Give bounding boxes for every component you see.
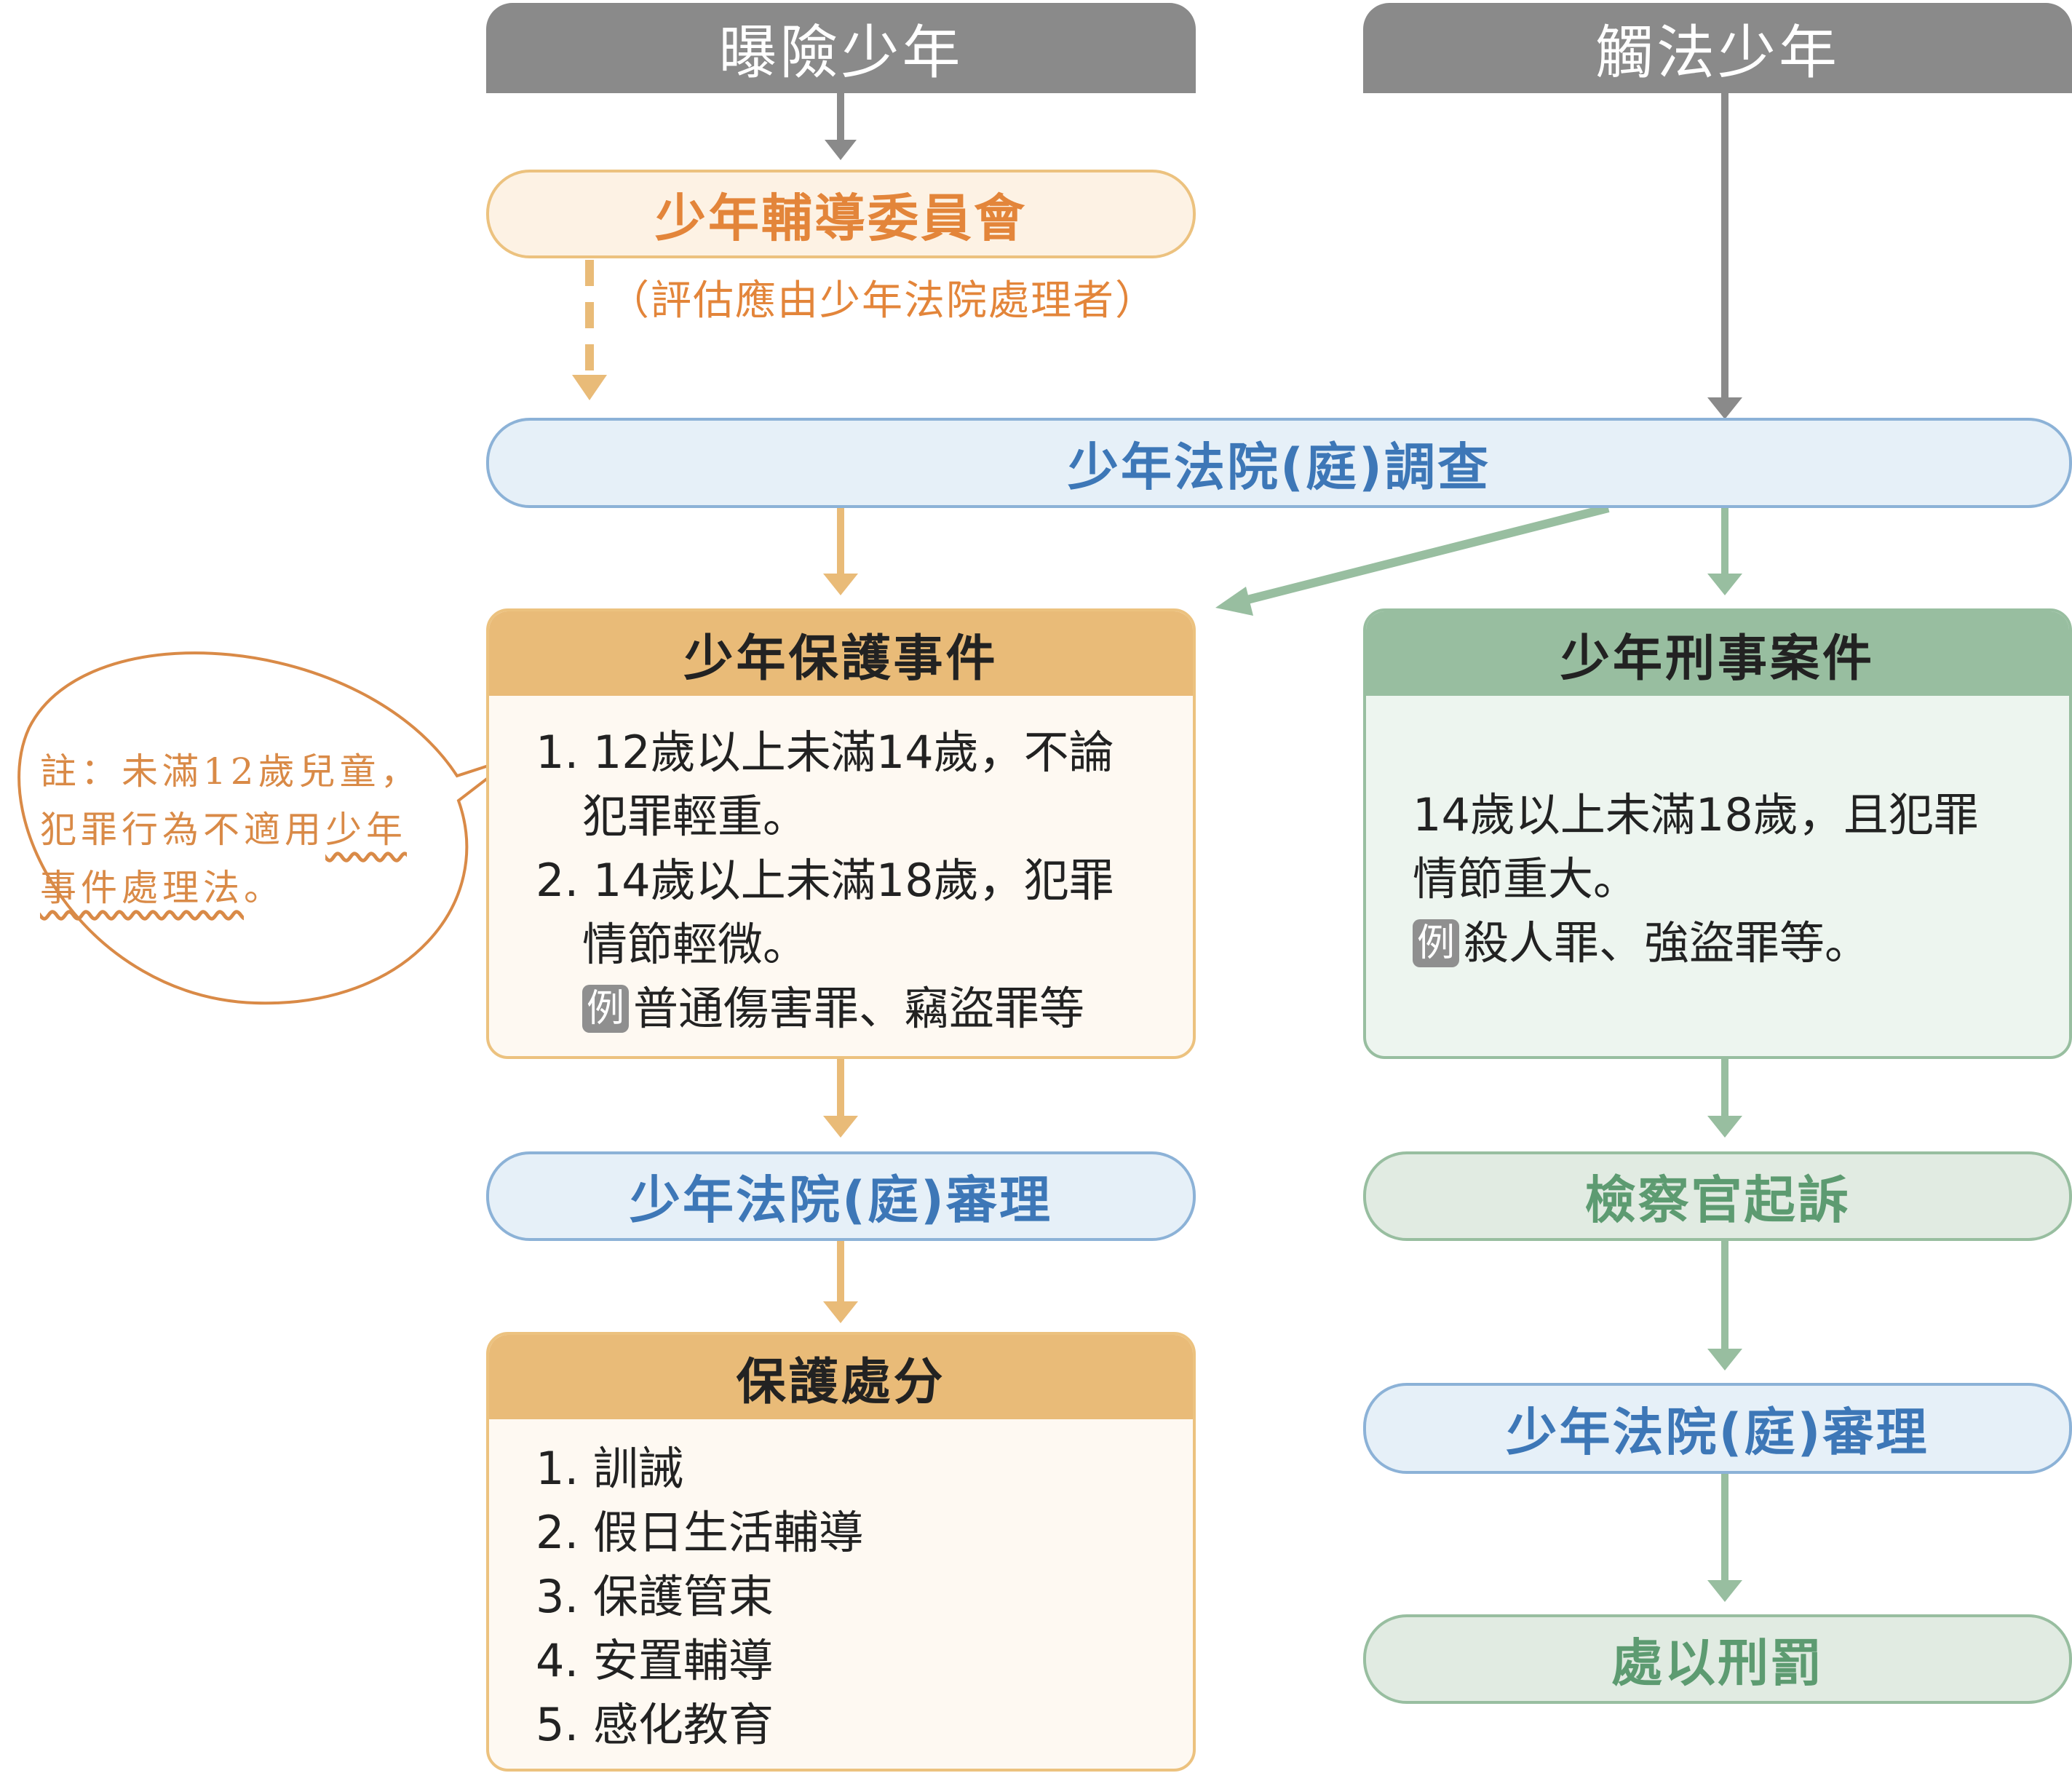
disposition-item: 4. 安置輔導 bbox=[536, 1634, 774, 1687]
protective-disposition-title: 保護處分 bbox=[489, 1335, 1193, 1419]
criminal-line1: 14歲以上未滿18歲，且犯罪 bbox=[1413, 788, 1979, 841]
disposition-item: 2. 假日生活輔導 bbox=[536, 1506, 864, 1559]
arrow-prosecutor-to-trial bbox=[1707, 1241, 1742, 1371]
youth-committee-note: （評估應由少年法院處理者） bbox=[608, 277, 1157, 325]
arrow-committee-to-investigation-dashed bbox=[572, 260, 607, 400]
youth-committee-box: 少年輔導委員會 bbox=[486, 170, 1196, 258]
protection-example: 例普通傷害罪、竊盜罪等 bbox=[536, 977, 1114, 1041]
side-note: 註：未滿12歲兒童， 犯罪行為不適用少年 事件處理法。 bbox=[40, 742, 421, 917]
side-note-line2: 犯罪行為不適用少年 bbox=[40, 801, 421, 859]
side-note-line3-end: 。 bbox=[244, 867, 285, 909]
arrow-left-header-to-committee bbox=[825, 93, 857, 160]
side-note-line3: 事件處理法。 bbox=[40, 859, 421, 917]
protection-case-title: 少年保護事件 bbox=[489, 611, 1193, 696]
protection-example-text: 普通傷害罪、竊盜罪等 bbox=[633, 982, 1085, 1035]
side-note-line1: 註：未滿12歲兒童， bbox=[40, 750, 421, 793]
left-trial-label: 少年法院(庭)審理 bbox=[630, 1170, 1052, 1230]
criminal-case-title: 少年刑事案件 bbox=[1366, 611, 2069, 696]
note-bubble bbox=[17, 651, 517, 1005]
right-trial-label: 少年法院(庭)審理 bbox=[1506, 1403, 1929, 1462]
example-badge: 例 bbox=[1413, 919, 1460, 967]
header-exposed-youth: 曝險少年 bbox=[486, 3, 1196, 93]
protection-case-card: 少年保護事件 1. 12歲以上未滿14歲，不論 犯罪輕重。 2. 14歲以上未滿… bbox=[486, 608, 1196, 1059]
header-offending-youth: 觸法少年 bbox=[1363, 3, 2072, 93]
arrow-criminal-to-prosecutor bbox=[1707, 1059, 1742, 1138]
prosecutor-box: 檢察官起訴 bbox=[1363, 1151, 2072, 1241]
right-trial-box: 少年法院(庭)審理 bbox=[1363, 1383, 2072, 1474]
arrow-protection-to-trial bbox=[823, 1059, 858, 1138]
arrow-trial-to-disposition bbox=[823, 1241, 858, 1323]
investigation-label: 少年法院(庭)調查 bbox=[1068, 437, 1491, 497]
protection-item2-line2: 情節輕微。 bbox=[582, 918, 809, 971]
disposition-item: 3. 保護管束 bbox=[536, 1570, 774, 1623]
disposition-item: 5. 感化教育 bbox=[536, 1698, 774, 1751]
criminal-case-card: 少年刑事案件 14歲以上未滿18歲，且犯罪 情節重大。 例殺人罪、強盜罪等。 bbox=[1363, 608, 2072, 1059]
punishment-label: 處以刑罰 bbox=[1611, 1633, 1824, 1693]
side-note-line3-underlined: 事件處理法 bbox=[40, 867, 244, 909]
example-badge: 例 bbox=[582, 985, 630, 1033]
investigation-box: 少年法院(庭)調查 bbox=[486, 418, 2072, 508]
arrow-trial-to-punishment bbox=[1707, 1474, 1742, 1602]
side-note-line2-underlined: 少年 bbox=[325, 809, 407, 851]
arrow-investigation-to-criminal bbox=[1707, 508, 1742, 595]
prosecutor-label: 檢察官起訴 bbox=[1584, 1170, 1851, 1230]
arrow-investigation-to-protection bbox=[823, 508, 858, 595]
left-trial-box: 少年法院(庭)審理 bbox=[486, 1151, 1196, 1241]
criminal-example-text: 殺人罪、強盜罪等。 bbox=[1464, 916, 1870, 969]
protection-item1-line1: 1. 12歲以上未滿14歲，不論 bbox=[536, 726, 1114, 779]
side-note-line2-plain: 犯罪行為不適用 bbox=[40, 809, 325, 851]
disposition-item: 1. 訓誡 bbox=[536, 1442, 683, 1495]
youth-committee-label: 少年輔導委員會 bbox=[655, 188, 1027, 248]
protection-item2-line1: 2. 14歲以上未滿18歲，犯罪 bbox=[536, 854, 1114, 907]
arrow-investigation-to-protection-diagonal bbox=[1215, 504, 1610, 616]
protection-item1-line2: 犯罪輕重。 bbox=[582, 790, 809, 843]
protective-disposition-card: 保護處分 1. 訓誡 2. 假日生活輔導 3. 保護管束 4. 安置輔導 5. … bbox=[486, 1332, 1196, 1772]
punishment-box: 處以刑罰 bbox=[1363, 1614, 2072, 1704]
arrow-right-header-to-investigation bbox=[1707, 93, 1742, 419]
criminal-example: 例殺人罪、強盜罪等。 bbox=[1413, 911, 1979, 975]
criminal-line2: 情節重大。 bbox=[1413, 852, 1639, 905]
